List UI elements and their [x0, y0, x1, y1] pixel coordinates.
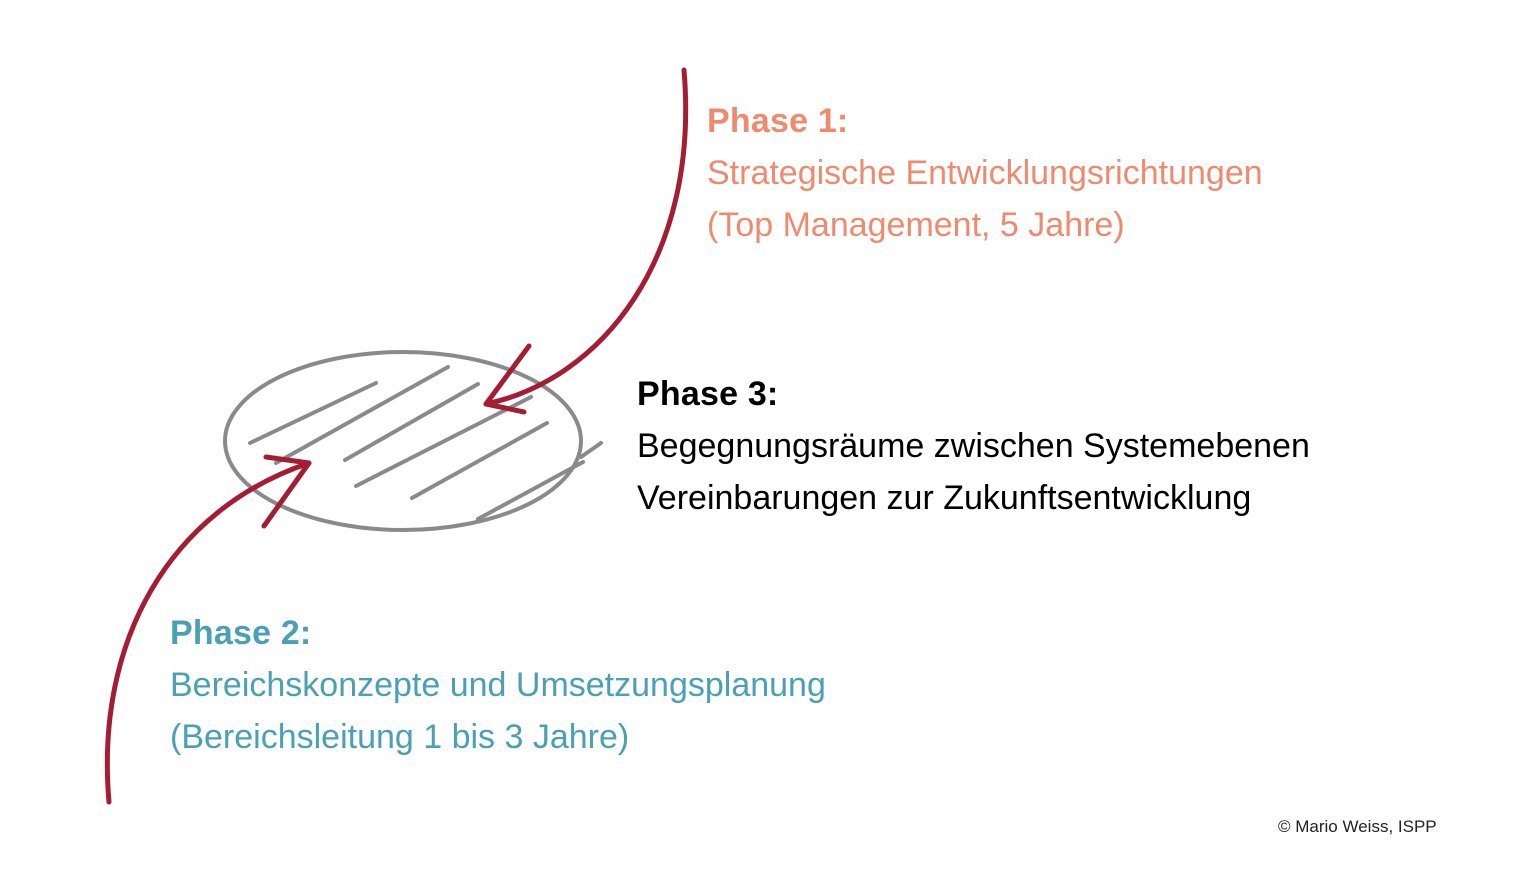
phase3-title: Phase 3: [637, 375, 779, 413]
phase3-scope: Vereinbarungen zur Zukunftsentwicklung [637, 479, 1252, 517]
copyright-notice: © Mario Weiss, ISPP [1278, 817, 1437, 836]
phase2-block: Phase 2: Bereichskonzepte und Umsetzungs… [170, 607, 826, 763]
phase3-description: Begegnungsräume zwischen Systemebenen [637, 427, 1310, 465]
phase1-title: Phase 1: [707, 102, 849, 140]
phase2-title: Phase 2: [170, 614, 312, 652]
phase1-arrow [483, 67, 689, 415]
ellipse-outline [223, 350, 583, 532]
phase1-description: Strategische Entwicklungsrichtungen [707, 154, 1263, 192]
phase3-block: Phase 3: Begegnungsräume zwischen System… [637, 368, 1310, 524]
phase1-scope: (Top Management, 5 Jahre) [707, 206, 1125, 244]
phase2-description: Bereichskonzepte und Umsetzungsplanung [170, 666, 826, 704]
meeting-space-ellipse [223, 350, 603, 532]
phase1-block: Phase 1: Strategische Entwicklungsrichtu… [707, 95, 1263, 251]
phase2-arrow [104, 454, 312, 805]
ellipse-hatching [248, 365, 603, 521]
phase2-scope: (Bereichsleitung 1 bis 3 Jahre) [170, 718, 630, 756]
